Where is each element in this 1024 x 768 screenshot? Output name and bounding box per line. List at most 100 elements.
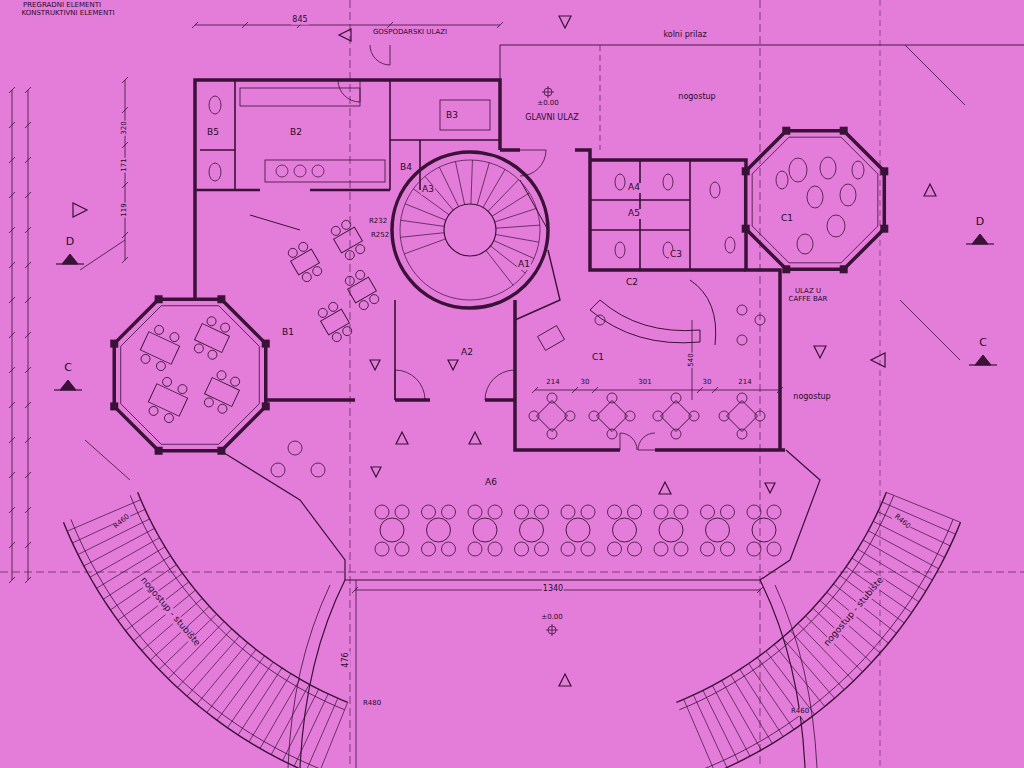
section-line: [54, 389, 82, 390]
plan-label: 301: [637, 379, 652, 387]
bar-counter: [590, 300, 700, 343]
stair-step: [488, 180, 519, 212]
dimension-tick: [712, 387, 718, 393]
chair: [140, 353, 152, 365]
plan-label: R460: [892, 513, 912, 532]
stair-step: [496, 235, 539, 243]
stair-step: [238, 668, 282, 735]
chair: [193, 342, 205, 354]
chair: [674, 542, 688, 556]
plan-label: 119: [121, 202, 129, 217]
road-edge: [500, 45, 1024, 46]
chair: [674, 505, 688, 519]
stair-step: [455, 162, 464, 205]
lounge-seat: [789, 158, 807, 182]
table: [205, 378, 240, 407]
section-marker: [972, 234, 988, 244]
chair: [561, 505, 575, 519]
wall: [746, 229, 780, 450]
chair: [311, 463, 325, 477]
dimension-tick: [592, 387, 598, 393]
plan-label: nogostup: [677, 93, 716, 102]
section-marker: [975, 355, 991, 365]
chair: [176, 383, 188, 395]
dimension-tick: [25, 472, 31, 478]
door-swing: [638, 433, 655, 450]
hob: [312, 165, 324, 177]
chair: [468, 505, 482, 519]
stair-edge: [63, 522, 317, 768]
table: [348, 277, 377, 303]
chair: [607, 429, 617, 439]
stair-step: [67, 500, 141, 532]
stair-step: [405, 204, 446, 220]
table-group: [144, 374, 192, 426]
table: [473, 518, 497, 542]
chair: [331, 331, 343, 343]
toilet: [725, 237, 735, 253]
dimension-tick: [242, 22, 248, 28]
chair: [654, 542, 668, 556]
stair-step: [168, 622, 224, 679]
chair: [535, 505, 549, 519]
chair: [654, 505, 668, 519]
table: [613, 518, 637, 542]
column: [880, 225, 888, 233]
stair-step: [858, 549, 926, 591]
table: [427, 518, 451, 542]
chair: [737, 335, 747, 345]
plan-label: GOSPODARSKI ULAZI: [372, 29, 448, 37]
plan-label: R480: [362, 700, 382, 708]
dimension-tick: [497, 22, 503, 28]
direction-arrow: [814, 346, 826, 358]
chair: [529, 411, 539, 421]
toilet: [615, 174, 625, 190]
table-group: [190, 314, 234, 362]
wall: [266, 398, 355, 402]
dimension-tick: [25, 332, 31, 338]
direction-arrow: [396, 432, 408, 444]
table: [291, 249, 320, 275]
stair-step: [766, 651, 815, 714]
chair: [755, 411, 765, 421]
plan-label: C: [978, 337, 988, 349]
chair: [311, 265, 323, 277]
dimension-tick: [572, 387, 578, 393]
chair: [395, 542, 409, 556]
dimension-tick: [25, 122, 31, 128]
plan-label: KONSTRUKTIVNI ELEMENTI: [20, 10, 115, 18]
dimension-tick: [122, 77, 128, 83]
dimension-tick: [25, 262, 31, 268]
dimension-tick: [387, 22, 393, 28]
plan-label: A4: [627, 183, 641, 193]
direction-arrow: [469, 432, 481, 444]
direction-arrow: [871, 353, 885, 367]
section-marker: [62, 254, 78, 264]
section-marker: [60, 380, 76, 390]
plan-label: C1: [780, 214, 794, 224]
chair: [271, 463, 285, 477]
octagon-wall: [746, 131, 885, 270]
table-group: [342, 268, 381, 312]
dimension-tick: [122, 232, 128, 238]
hob: [276, 165, 288, 177]
column: [110, 340, 118, 348]
dimension-tick: [122, 182, 128, 188]
plan-label: R460: [790, 708, 810, 716]
chair: [581, 505, 595, 519]
stair-step: [306, 698, 338, 768]
dimension-tick: [9, 297, 15, 303]
dimension-tick: [25, 402, 31, 408]
column: [782, 265, 790, 273]
chair: [595, 315, 605, 325]
level-marker: [548, 86, 549, 98]
wall: [310, 189, 390, 192]
table: [321, 309, 350, 335]
stair-step: [227, 662, 273, 728]
dimension-tick: [25, 577, 31, 583]
dimension-tick: [25, 437, 31, 443]
direction-arrow: [448, 360, 458, 370]
table: [334, 227, 363, 253]
kitchen-counter: [265, 160, 385, 182]
